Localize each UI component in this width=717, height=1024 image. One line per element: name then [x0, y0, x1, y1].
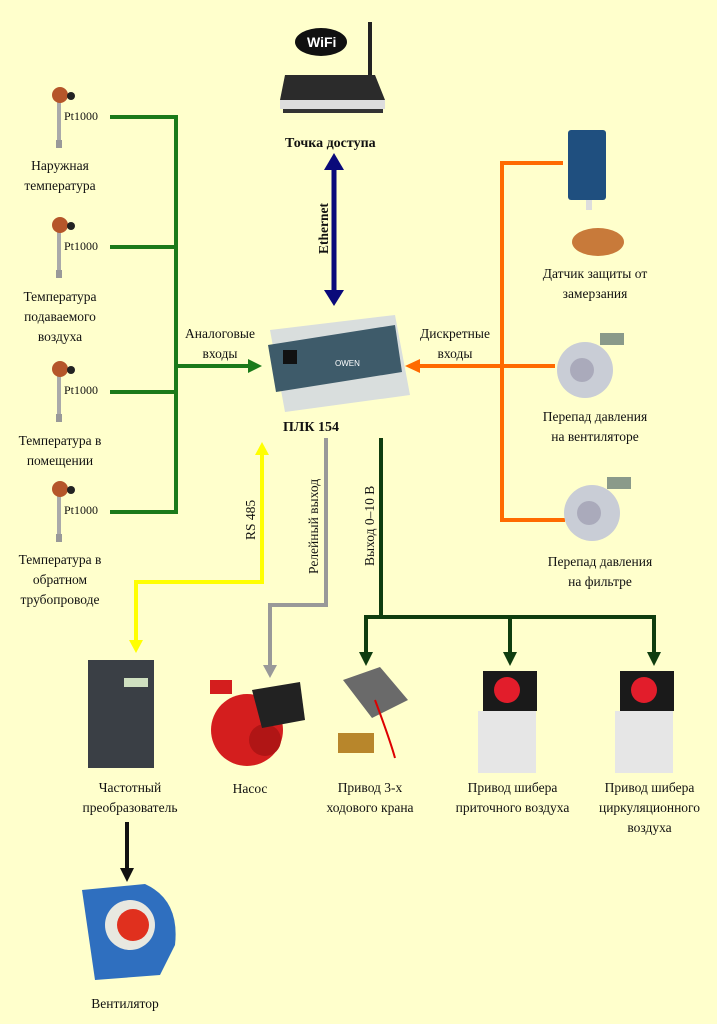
- temperature-sensor-icon: [52, 217, 75, 278]
- sensor-label: Наружная температура: [0, 156, 120, 196]
- actuator-label-line: Частотный: [98, 780, 162, 795]
- discrete-device-label: Перепад давления на вентиляторе: [520, 407, 670, 447]
- damper-actuator-icon: [615, 671, 674, 773]
- freeze-sensor-icon: [568, 130, 624, 256]
- actuator-label-line: воздуха: [627, 820, 672, 835]
- ethernet-arrow-down: [324, 290, 344, 306]
- actuator-label: Насос: [200, 779, 300, 799]
- sensor-label: Температура в обратном трубопроводе: [0, 550, 120, 610]
- sensor-label-line: помещении: [26, 453, 94, 468]
- actuator-label-line: циркуляционного: [598, 800, 701, 815]
- discrete-inputs-label: Дискретные входы: [410, 324, 500, 364]
- discrete-device-label-line: Перепад давления: [547, 554, 653, 569]
- valve-actuator-icon: [338, 667, 408, 759]
- plc-controller-icon: OWEN: [268, 315, 410, 412]
- vfd-fan-arrow: [120, 868, 134, 882]
- pressure-switch-icon: [557, 333, 624, 398]
- analog-output-label: Выход 0–10 В: [362, 485, 377, 566]
- discrete-device-label-line: замерзания: [562, 286, 628, 301]
- discrete-device-label-line: Перепад давления: [542, 409, 648, 424]
- analog-input-arrow: [248, 359, 262, 373]
- actuator-label-line: ходового крана: [326, 800, 414, 815]
- rs485-arrow-down: [129, 640, 143, 653]
- discrete-input-arrow: [405, 359, 420, 373]
- discrete-inputs-label-line: входы: [437, 346, 473, 361]
- relay-output-label: Релейный выход: [306, 478, 321, 574]
- actuator-label-line: Привод шибера: [604, 780, 695, 795]
- sensor-label-line: температура: [24, 178, 96, 193]
- sensor-label-line: воздуха: [37, 329, 83, 344]
- wifi-router-icon: WiFi: [280, 22, 385, 113]
- plc-label: ПЛК 154: [283, 420, 339, 435]
- valve-arrow: [359, 652, 373, 666]
- discrete-device-label-line: Датчик защиты от: [542, 266, 648, 281]
- temperature-sensor-icon: [52, 481, 75, 542]
- sensor-label-line: Температура в: [18, 433, 102, 448]
- rs485-arrow-up: [255, 442, 269, 455]
- rs485-label: RS 485: [243, 499, 258, 540]
- discrete-device-label-line: на фильтре: [568, 574, 632, 589]
- actuator-label: Привод 3-х ходового крана: [305, 778, 435, 818]
- temperature-sensor-icon: [52, 87, 75, 148]
- sensor-label-line: Температура: [23, 289, 97, 304]
- supply-damper-arrow: [503, 652, 517, 666]
- discrete-inputs-label-line: Дискретные: [420, 326, 490, 341]
- actuator-label-line: Привод 3-х: [337, 780, 403, 795]
- rs485-line: [134, 455, 264, 640]
- discrete-device-label: Датчик защиты от замерзания: [520, 264, 670, 304]
- pump-icon: [210, 680, 305, 766]
- discrete-device-label-line: на вентиляторе: [551, 429, 639, 444]
- discrete-input-bus: [420, 161, 565, 522]
- sensor-type-label: Pt1000: [64, 383, 99, 397]
- fan-icon: [82, 884, 176, 980]
- sensor-label-line: Температура в: [18, 552, 102, 567]
- sensor-label-line: трубопроводе: [20, 592, 100, 607]
- sensor-type-label: Pt1000: [64, 109, 99, 123]
- analog-inputs-label-line: входы: [202, 346, 238, 361]
- analog-inputs-label: Аналоговые входы: [175, 324, 265, 364]
- analog-input-bus: [110, 115, 248, 514]
- ethernet-arrow-up: [324, 153, 344, 170]
- fan-label: Вентилятор: [91, 996, 159, 1011]
- actuator-label: Частотный преобразователь: [60, 778, 200, 818]
- damper-actuator-icon: [478, 671, 537, 773]
- sensor-type-label: Pt1000: [64, 503, 99, 517]
- analog-inputs-label-line: Аналоговые: [185, 326, 255, 341]
- temperature-sensor-icon: [52, 361, 75, 422]
- pressure-switch-icon: [564, 477, 631, 541]
- discrete-device-label: Перепад давления на фильтре: [525, 552, 675, 592]
- actuator-label-line: приточного воздуха: [455, 800, 570, 815]
- sensor-label-line: обратном: [32, 572, 88, 587]
- recirc-damper-arrow: [647, 652, 661, 666]
- actuator-label-line: Привод шибера: [467, 780, 558, 795]
- relay-arrow: [263, 665, 277, 678]
- svg-text:OWEN: OWEN: [335, 359, 360, 368]
- analog-output-bus: [364, 438, 656, 652]
- svg-text:WiFi: WiFi: [307, 34, 336, 50]
- ethernet-label: Ethernet: [316, 203, 331, 254]
- sensor-label-line: Наружная: [31, 158, 89, 173]
- sensor-label: Температура подаваемого воздуха: [0, 287, 120, 347]
- actuator-label-line: Насос: [232, 781, 268, 796]
- access-point-label: Точка доступа: [285, 136, 376, 151]
- sensor-label-line: подаваемого: [24, 309, 96, 324]
- frequency-converter-icon: [88, 660, 154, 768]
- actuator-label-line: преобразователь: [82, 800, 178, 815]
- sensor-type-label: Pt1000: [64, 239, 99, 253]
- sensor-label: Температура в помещении: [0, 431, 120, 471]
- relay-line: [268, 438, 328, 665]
- actuator-label: Привод шибера циркуляционного воздуха: [582, 778, 717, 838]
- actuator-label: Привод шибера приточного воздуха: [440, 778, 585, 818]
